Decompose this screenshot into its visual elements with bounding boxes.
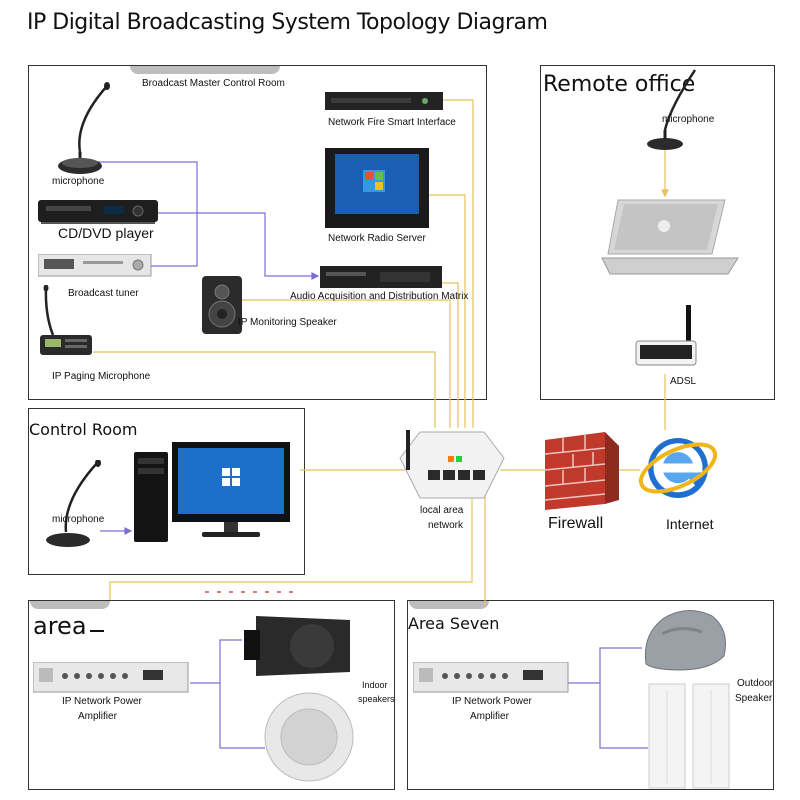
area-amplifier-icon [33, 662, 189, 693]
firewall-label: Firewall [548, 515, 604, 532]
ip-paging-microphone-label: IP Paging Microphone [52, 371, 151, 382]
master-room-tab [130, 66, 280, 74]
remote-microphone-label: microphone [662, 114, 715, 125]
area-seven-tab [409, 601, 489, 609]
wall-speaker-icon [244, 616, 350, 676]
laptop-icon [601, 199, 739, 275]
cd-dvd-player-label: CD/DVD player [58, 225, 154, 241]
distribution-matrix-icon [320, 266, 442, 288]
indoor-speakers-label-line1: Indoor [362, 680, 388, 690]
area-seven-amplifier-icon [413, 662, 569, 693]
monitoring-speaker-icon [202, 276, 242, 334]
adsl-router-icon [635, 305, 697, 366]
audio-lines [95, 161, 648, 749]
outdoor-speaker-label-line1: Outdoor [737, 678, 774, 689]
internet-label: Internet [666, 516, 714, 532]
desktop-tower-icon [134, 452, 168, 542]
internet-icon [638, 438, 718, 498]
diagram-title: IP Digital Broadcasting System Topology … [27, 10, 548, 35]
cd-dvd-player-icon [38, 200, 158, 224]
master-control-room-panel [28, 65, 487, 400]
ip-monitoring-speaker-label: IP Monitoring Speaker [238, 317, 337, 328]
remote-office-title: Remote office [543, 72, 696, 97]
lan-switch-icon [399, 430, 505, 499]
radio-server-icon [325, 148, 429, 228]
network-fire-smart-interface-label: Network Fire Smart Interface [328, 117, 456, 128]
control-room-title: Control Room [29, 420, 138, 439]
microphone-icon [58, 82, 110, 174]
indoor-speakers-label-line2: speakers [358, 694, 395, 704]
network-radio-server-label: Network Radio Server [328, 233, 426, 244]
lan-label-line2: network [428, 520, 464, 531]
area-amplifier-label-line2: Amplifier [78, 711, 117, 722]
control-room-microphone-label: microphone [52, 514, 105, 525]
desktop-monitor-icon [172, 442, 290, 537]
outdoor-speaker-label-line2: Speaker [735, 693, 773, 704]
area-seven-amplifier-label-line1: IP Network Power [452, 696, 532, 707]
area-seven-amplifier-label-line2: Amplifier [470, 711, 509, 722]
control-room-microphone-icon [46, 460, 101, 547]
area-title: area [33, 612, 87, 640]
master-microphone-label: microphone [52, 176, 105, 187]
remote-microphone-icon [647, 69, 697, 150]
rock-speaker-icon [644, 610, 726, 671]
area-seven-title: Area Seven [408, 614, 500, 633]
broadcast-tuner-icon [38, 254, 152, 277]
area-tab [30, 601, 110, 609]
ip-paging-microphone-icon [40, 285, 92, 355]
lan-label-line1: local area [420, 505, 464, 516]
master-room-title: Broadcast Master Control Room [142, 78, 285, 89]
area-amplifier-label-line1: IP Network Power [62, 696, 142, 707]
broadcast-tuner-label: Broadcast tuner [68, 288, 139, 299]
fire-interface-icon [325, 92, 443, 110]
adsl-label: ADSL [670, 376, 697, 387]
audio-matrix-label: Audio Acquisition and Distribution Matri… [290, 291, 469, 302]
ceiling-speaker-icon [264, 692, 354, 782]
firewall-icon [544, 432, 619, 510]
column-speaker-icon [648, 683, 730, 789]
area-title-underline [90, 630, 104, 632]
